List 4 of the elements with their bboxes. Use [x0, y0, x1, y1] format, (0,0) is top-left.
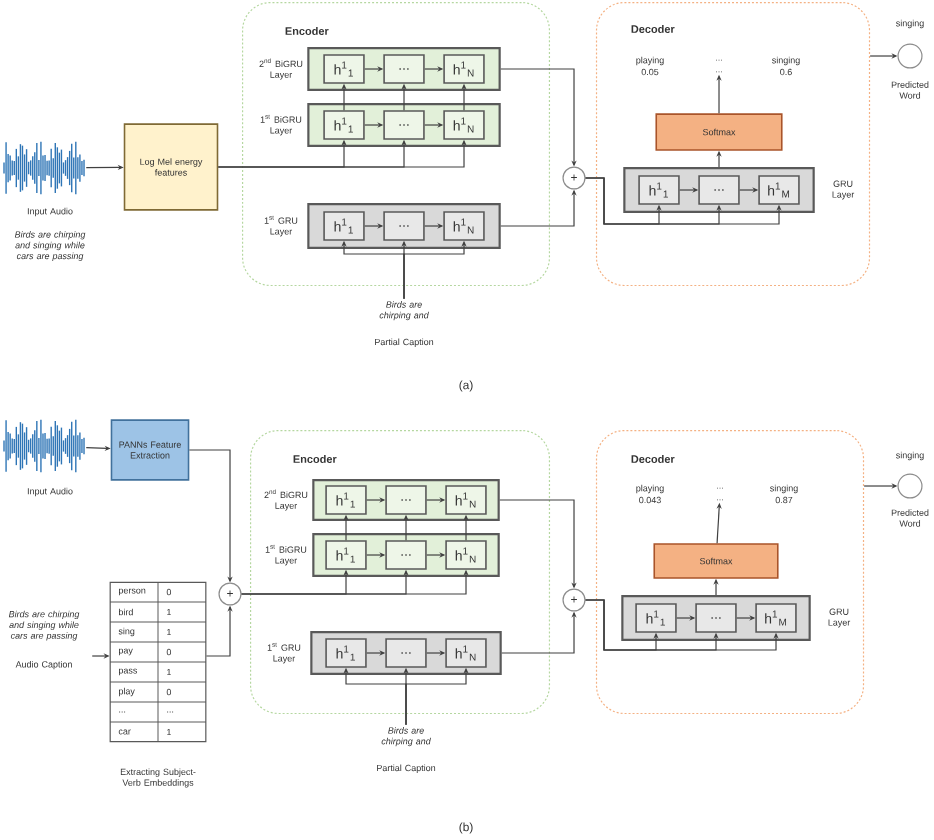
waveform-drawing — [3, 140, 85, 196]
output-circle — [897, 43, 923, 69]
waveform-drawing — [3, 418, 85, 474]
output-circle — [897, 473, 923, 499]
